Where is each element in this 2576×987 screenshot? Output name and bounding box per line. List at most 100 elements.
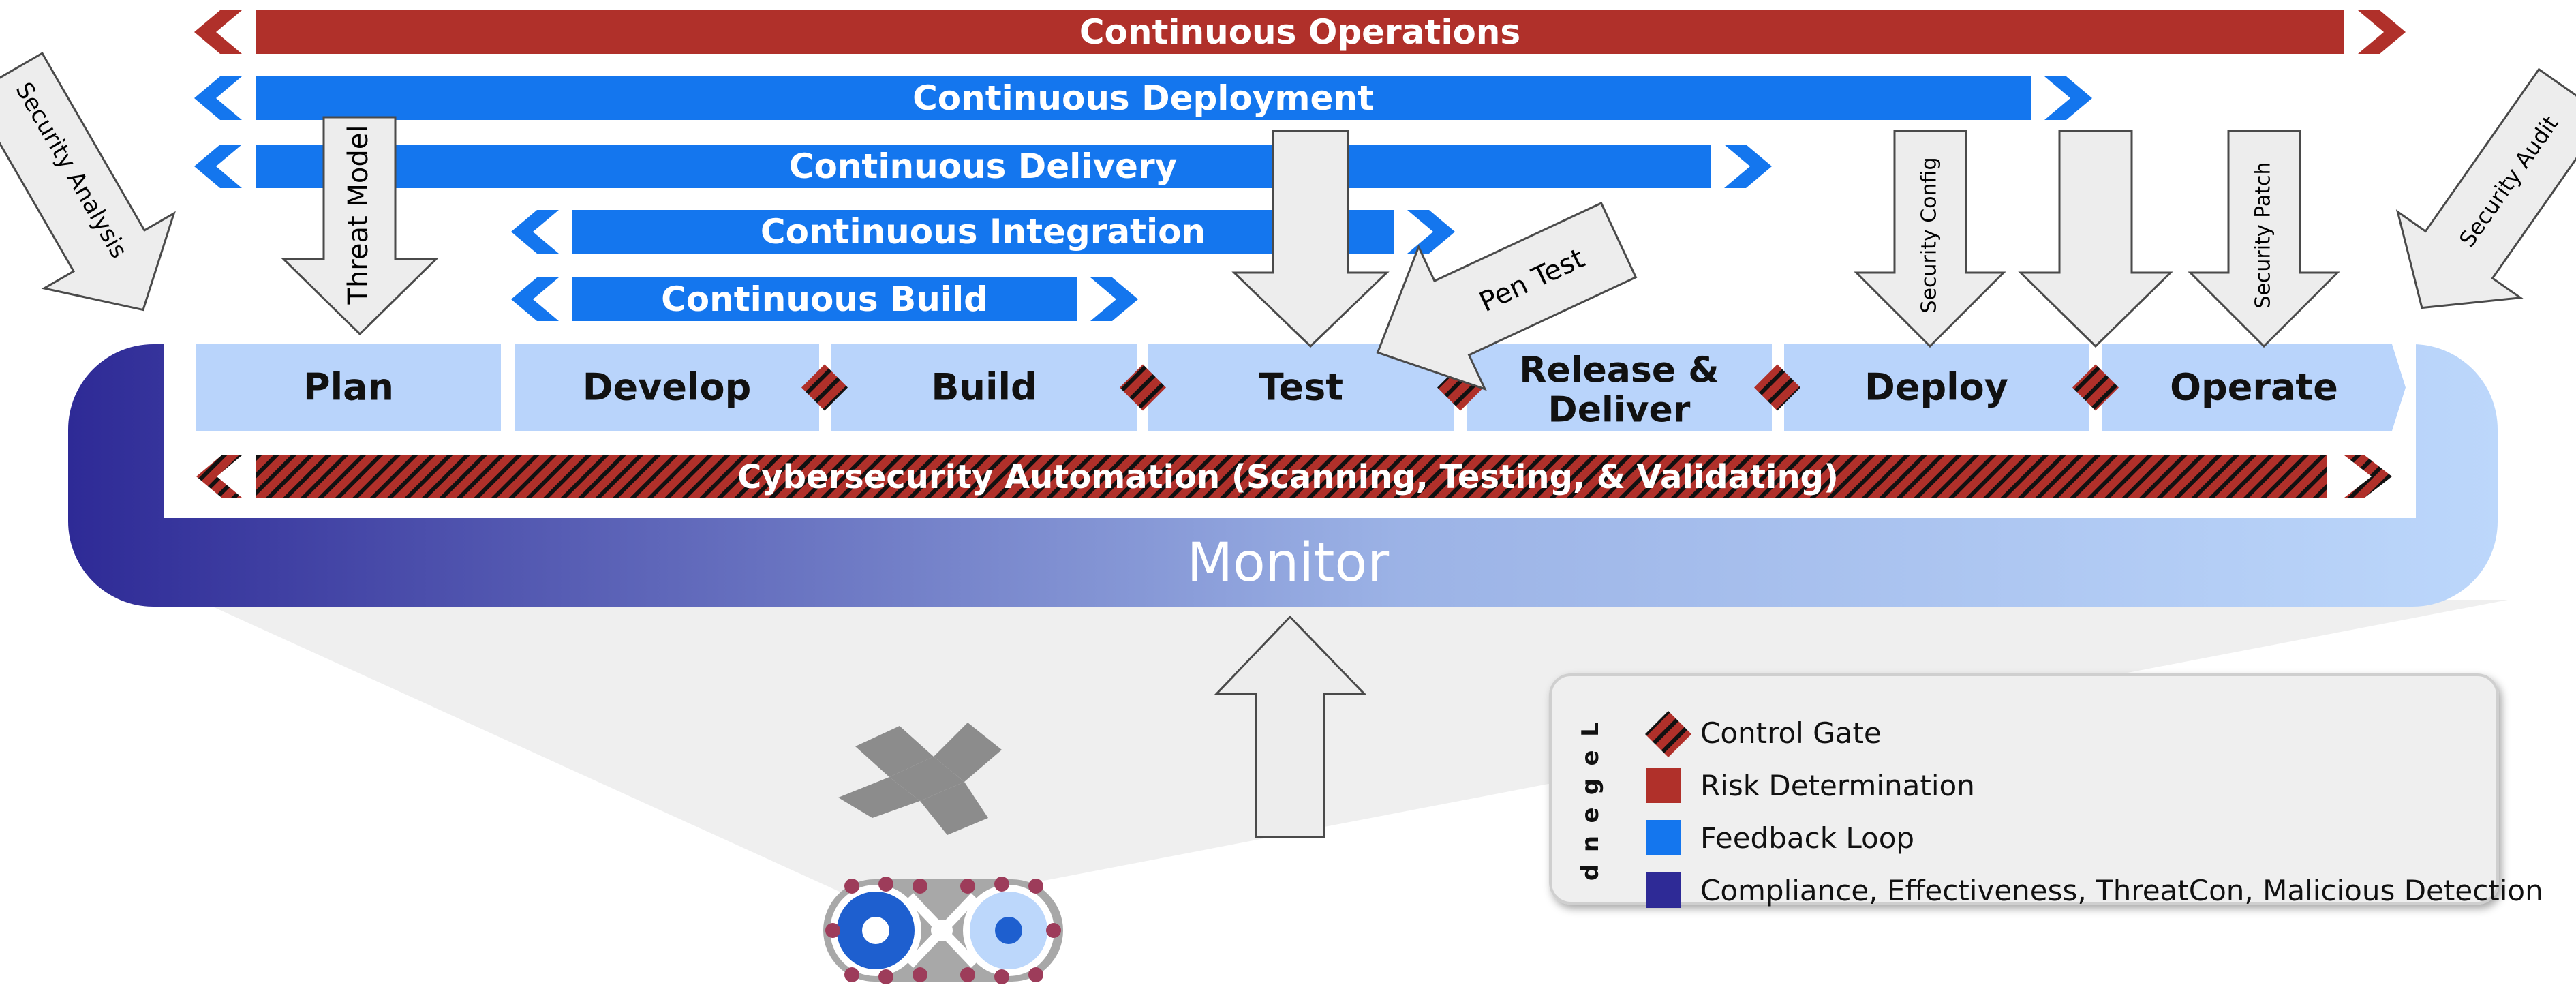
security-config-label: Security Config (1918, 157, 1942, 314)
devsecops-loop-icon (823, 877, 1063, 984)
control-gate-2 (1120, 364, 1166, 411)
threat-model-arrow: Threat Model (281, 116, 439, 336)
pipeline-right-chevron (1724, 145, 1772, 188)
automation-bar: Cybersecurity Automation (Scanning, Test… (196, 455, 2392, 498)
pen-test-arrow-shape (1376, 202, 1638, 391)
security-config-arrow: Security Config (1854, 130, 2006, 348)
control-gate-1 (801, 364, 848, 411)
pipeline-bar-1: Continuous Operations (194, 10, 2406, 54)
pipeline-label: Continuous Integration (761, 212, 1206, 252)
security-patch-arrow: Security Patch (2188, 130, 2340, 348)
phase-chevron (196, 344, 501, 431)
phase-2: Develop (515, 344, 819, 431)
pipeline-bar-4: Continuous Integration (511, 210, 1455, 254)
pipeline-left-chevron (194, 10, 242, 54)
legend-box (1549, 673, 2499, 905)
security-analysis-arrow: Security Analysis (0, 52, 176, 312)
pipeline-right-chevron (1090, 277, 1138, 321)
phase-chevron (515, 344, 819, 431)
phase-chevron (1148, 344, 1454, 431)
legend-item-3: Feedback Loop (1646, 820, 1914, 855)
pipeline-bar-2: Continuous Deployment (194, 76, 2092, 120)
pipeline-bar-3: Continuous Delivery (194, 145, 1772, 188)
pen-test-arrow: Pen Test (1376, 202, 1638, 391)
phase-6: Deploy (1784, 344, 2089, 431)
legend-label: Feedback Loop (1700, 821, 1914, 855)
pipeline-label: Continuous Build (661, 279, 988, 319)
legend-label: Control Gate (1700, 716, 1882, 750)
phase-label: Operate (2170, 366, 2338, 409)
monitor-label: Monitor (1187, 532, 1390, 594)
pipeline-bar-body (572, 210, 1394, 254)
security-audit-arrow: Security Audit (2395, 67, 2576, 309)
phase-chevron (1784, 344, 2089, 431)
phase-label: Develop (583, 366, 752, 409)
phase-label: Test (1259, 366, 1343, 409)
phase-label: Deploy (1865, 366, 2008, 409)
security-patch-label: Security Patch (2252, 162, 2275, 308)
automation-left-chevron (196, 455, 242, 498)
phase-row: Plan Develop Build Test Release &Deliver Depl… (196, 344, 2406, 431)
automation-right-chevron (2344, 455, 2392, 498)
security-audit-arrow-shape (2395, 67, 2576, 309)
pipeline-right-chevron (2044, 76, 2092, 120)
security-config-arrow-shape (1854, 130, 2006, 348)
legend-title-letter: d (1577, 864, 1604, 881)
pipeline-bar-body (256, 76, 2031, 120)
phase-label-line2: Deliver (1548, 390, 1691, 431)
pipeline-bar-body (572, 277, 1077, 321)
phase-chevron (2102, 344, 2406, 431)
legend-title-letter: e (1577, 750, 1604, 765)
legend-swatch (1646, 872, 1681, 908)
phase-label-line1: Release & (1519, 350, 1719, 391)
phase-5: Release &Deliver (1467, 344, 1772, 431)
pipeline-left-chevron (511, 210, 559, 254)
legend-swatch (1646, 768, 1681, 803)
legend-item-4: Compliance, Effectiveness, ThreatCon, Ma… (1646, 872, 2543, 908)
security-patch-arrow-shape (2188, 130, 2340, 348)
pipeline-right-chevron (1407, 210, 1455, 254)
security-callouts: Security Analysis Threat Model Pen Test … (0, 52, 2576, 838)
phase-label: Plan (303, 366, 394, 409)
control-gate-4 (1754, 364, 1800, 411)
pipeline-right-chevron (2358, 10, 2406, 54)
pipeline-left-chevron (194, 76, 242, 120)
control-gate-5 (2072, 364, 2119, 411)
deploy-operate-down-arrow (2018, 130, 2173, 348)
phase-chevron (1467, 344, 1772, 431)
pipeline-label: Continuous Delivery (789, 147, 1177, 186)
pipeline-label: Continuous Operations (1079, 12, 1520, 52)
phase-7: Operate (2102, 344, 2406, 431)
legend-item-1: Control Gate (1645, 711, 1882, 757)
pipeline-left-chevron (194, 145, 242, 188)
phase-label: Build (931, 366, 1037, 409)
legend-item-2: Risk Determination (1646, 768, 1975, 803)
threat-model-label: Threat Model (343, 125, 374, 305)
legend-title-letter: e (1577, 807, 1604, 823)
pipeline-label: Continuous Deployment (913, 78, 1374, 118)
threat-model-arrow-shape (281, 116, 439, 336)
pipeline-bar-body (256, 145, 1711, 188)
pipeline-bar-5: Continuous Build (511, 277, 1138, 321)
pipeline-left-chevron (511, 277, 559, 321)
security-analysis-arrow-shape (0, 52, 176, 312)
cube-net-icon (838, 723, 1002, 835)
legend-title-letter: g (1577, 778, 1604, 795)
phase-4: Test (1148, 344, 1454, 431)
legend-title-letter: n (1577, 836, 1604, 852)
phase-3: Build (831, 344, 1137, 431)
monitor-up-arrow (1214, 615, 1367, 838)
automation-label: Cybersecurity Automation (Scanning, Test… (737, 458, 1839, 496)
control-gates (801, 364, 2119, 411)
automation-bar-body (256, 455, 2327, 498)
legend-swatch (1646, 820, 1681, 855)
legend-label: Risk Determination (1700, 769, 1975, 802)
pipeline-bar-body (256, 10, 2344, 54)
phase-1: Plan (196, 344, 501, 431)
legend-title-letter: L (1577, 722, 1604, 737)
